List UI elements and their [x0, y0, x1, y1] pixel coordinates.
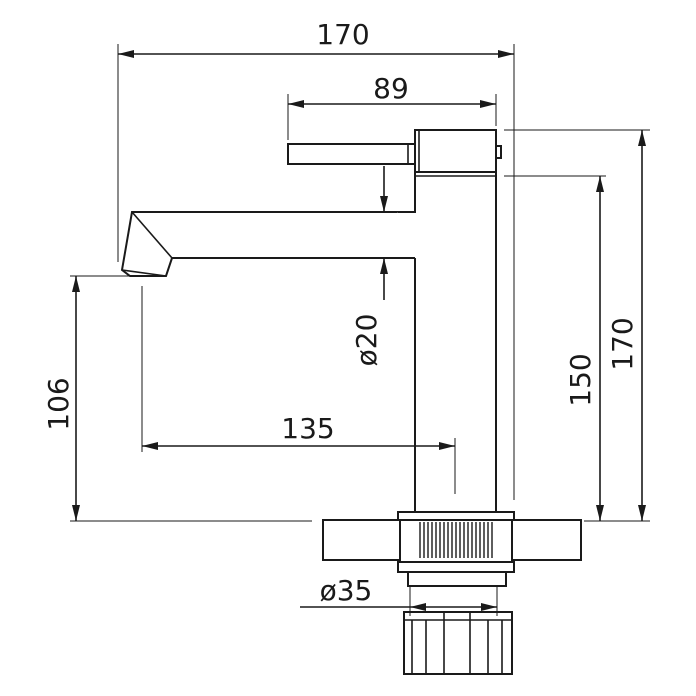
fixing-nut	[403, 611, 513, 675]
thread-hatch	[419, 522, 493, 558]
overall-width-label: 170	[316, 18, 369, 51]
faucet-column	[397, 171, 497, 513]
body-height-label: 150	[564, 353, 597, 406]
spout-height-label: 106	[42, 377, 75, 430]
handle-length-label: 89	[373, 72, 409, 105]
dimension-overall-height: 170	[504, 129, 650, 522]
faucet-body	[120, 129, 502, 513]
connector-neck	[407, 571, 507, 587]
body-diameter-label: ø20	[350, 314, 383, 367]
handle-pin	[495, 145, 502, 159]
lever-drop-indicator	[380, 166, 388, 212]
connector-collar	[397, 561, 515, 573]
thread-diameter-label: ø35	[320, 574, 373, 607]
lever-handle	[287, 143, 416, 165]
overall-height-label: 170	[606, 317, 639, 370]
dimension-handle-length: 89	[287, 72, 497, 140]
base-ring	[397, 511, 515, 521]
dimension-thread-diameter: ø35	[300, 574, 498, 616]
dimension-spout-height: 106	[42, 275, 312, 522]
spout-reach-label: 135	[281, 412, 334, 445]
spout-arm	[120, 211, 415, 277]
dimension-body-diameter: ø20	[350, 258, 388, 366]
dimension-spout-reach: 135	[141, 286, 456, 494]
dimension-body-height: 150	[504, 175, 606, 521]
dimension-overall-width: 170	[117, 18, 515, 500]
faucet-base	[322, 511, 582, 675]
handle-block	[414, 129, 497, 173]
